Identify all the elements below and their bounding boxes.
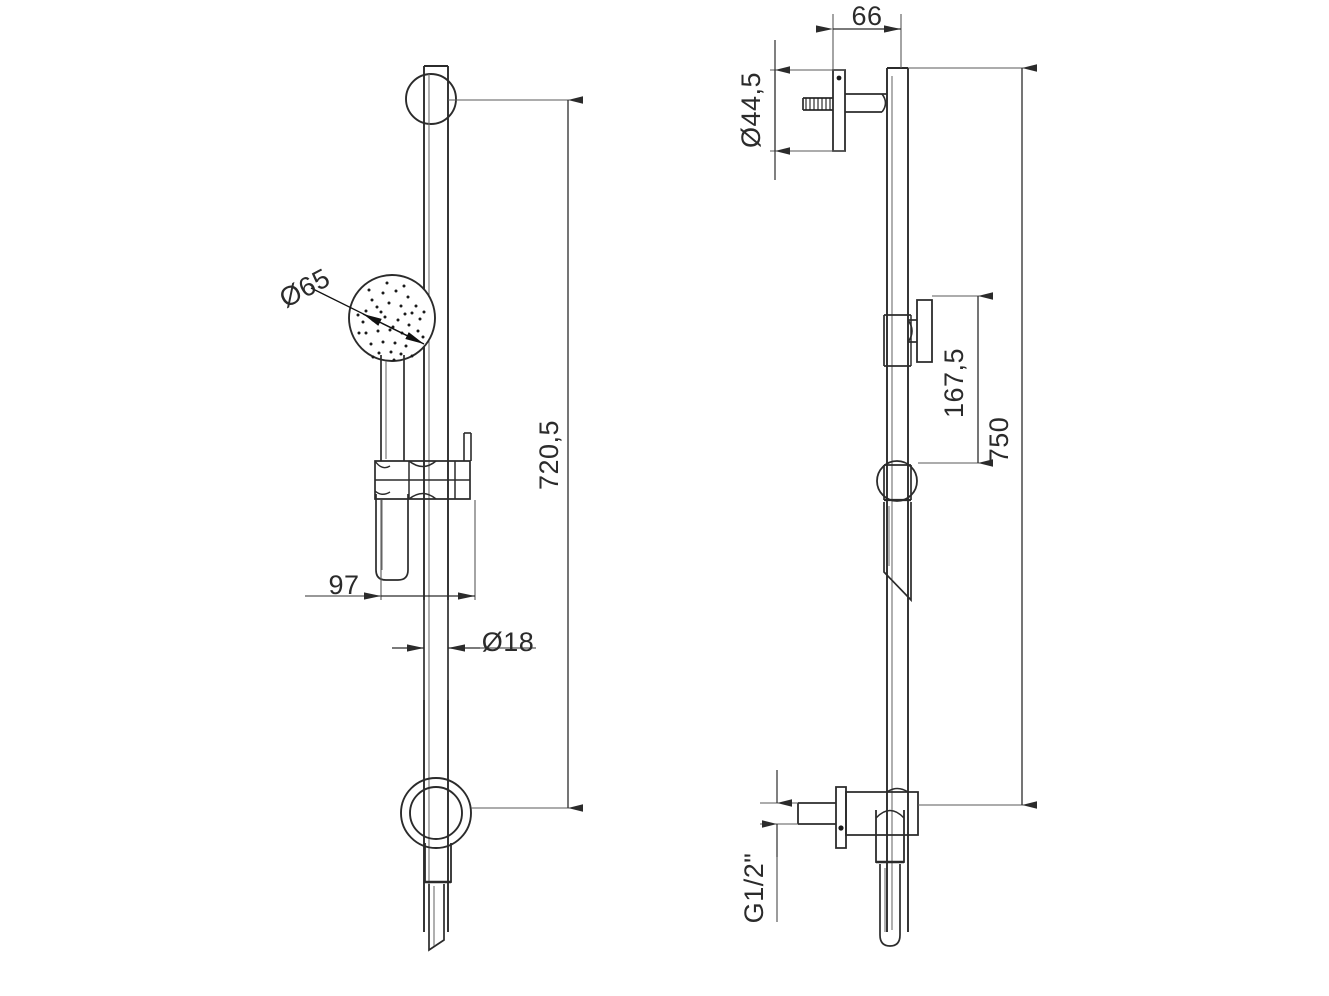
wall-outlet-side: [797, 786, 919, 947]
label-720-5: 720,5: [534, 420, 564, 490]
label-167-5: 167,5: [939, 348, 969, 418]
hose-front: [424, 843, 452, 952]
label-dia-44-5: Ø44,5: [736, 72, 766, 148]
slider-holder-front: [374, 432, 472, 500]
handset-body-front: [380, 355, 405, 461]
handset-side: [876, 460, 918, 603]
top-bracket-circle: [405, 73, 457, 125]
dim-750: [908, 64, 1037, 809]
dim-dia-65: [310, 287, 425, 345]
shower-head: [348, 274, 436, 362]
label-dia-65: Ø65: [275, 262, 335, 313]
dimension-labels: Ø65 720,5 97 Ø18 66 Ø44,5 167,5 750 G1/2…: [275, 1, 1014, 923]
dim-g12: [760, 770, 798, 922]
dim-dia-18: [392, 600, 536, 700]
handset-handle-front: [375, 494, 409, 581]
handset-holder-side: [883, 299, 933, 367]
dim-97: [305, 500, 476, 600]
top-wall-bracket-side: [802, 69, 887, 152]
dim-720-5: [448, 96, 583, 812]
side-view: [760, 14, 1037, 947]
dim-167-5: [918, 292, 993, 467]
dim-66: [816, 14, 902, 70]
dim-dia-44-5: [770, 40, 845, 180]
label-97: 97: [328, 570, 359, 600]
front-view: [305, 65, 583, 952]
label-750: 750: [984, 417, 1014, 464]
wall-outlet-front: [400, 777, 472, 849]
label-66: 66: [851, 1, 882, 31]
label-dia-18: Ø18: [482, 627, 535, 657]
label-g12: G1/2": [739, 853, 769, 924]
